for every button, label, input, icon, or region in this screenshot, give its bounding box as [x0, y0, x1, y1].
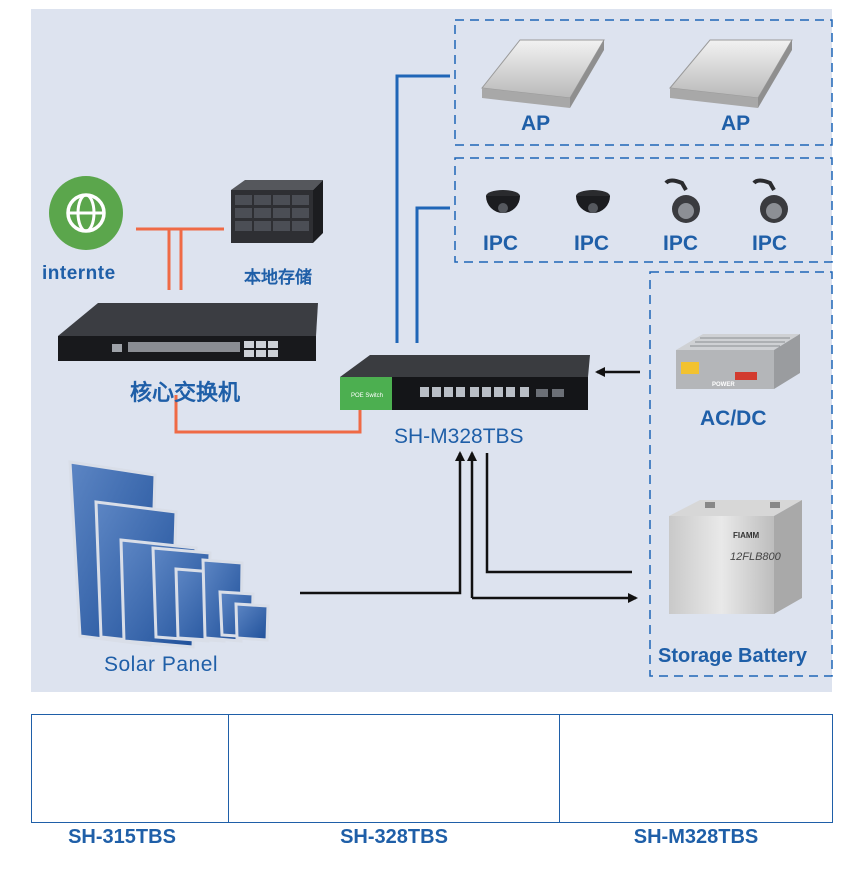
ipc-group-box — [454, 157, 833, 263]
ap-label-1: AP — [521, 112, 551, 135]
internet-globe-icon — [49, 176, 123, 250]
ptz-camera-icon — [752, 178, 788, 223]
dome-camera-icon — [576, 190, 610, 213]
acdc-label: AC/DC — [700, 407, 767, 430]
acdc-power-supply-icon — [676, 334, 800, 389]
battery-brand-text: FIAMM — [733, 531, 760, 540]
storage-battery-icon — [669, 500, 802, 614]
battery-model-text: 12FLB800 — [730, 551, 782, 563]
core-switch-label: 核心交换机 — [130, 381, 241, 406]
battery-label: Storage Battery — [658, 645, 807, 667]
product-name-2: SH-328TBS — [340, 826, 448, 848]
product-name-3: SH-M328TBS — [633, 826, 759, 848]
ipc-label-2: IPC — [574, 232, 610, 255]
core-orange-lines — [136, 227, 362, 434]
internet-label: internte — [42, 263, 116, 284]
solar-panel-label: Solar Panel — [104, 653, 219, 676]
storage-label: 本地存储 — [244, 268, 312, 288]
switch-badge-text: POE Switch — [351, 393, 383, 399]
ap-group-box — [454, 19, 833, 146]
ptz-camera-icon — [664, 178, 700, 223]
ipc-label-1: IPC — [483, 232, 519, 255]
product-card-1 — [31, 714, 229, 823]
main-switch-label: SH-M328TBS — [394, 425, 524, 448]
product-card-3 — [559, 714, 833, 823]
product-card-2 — [228, 714, 560, 823]
main-poe-switch-icon — [340, 355, 590, 410]
power-group-box — [649, 271, 833, 677]
solar-panel-icon — [68, 460, 270, 649]
storage-server-icon — [231, 180, 323, 243]
uplink-blue-lines — [395, 74, 450, 343]
dome-camera-icon — [486, 190, 520, 213]
ap-device-icon — [481, 39, 605, 108]
ipc-label-4: IPC — [752, 232, 788, 255]
ap-label-2: AP — [721, 112, 751, 135]
product-name-1: SH-315TBS — [68, 826, 176, 848]
ap-device-icon — [669, 39, 793, 108]
ipc-label-3: IPC — [663, 232, 699, 255]
core-switch-icon — [58, 303, 318, 361]
power-black-lines — [300, 367, 640, 603]
